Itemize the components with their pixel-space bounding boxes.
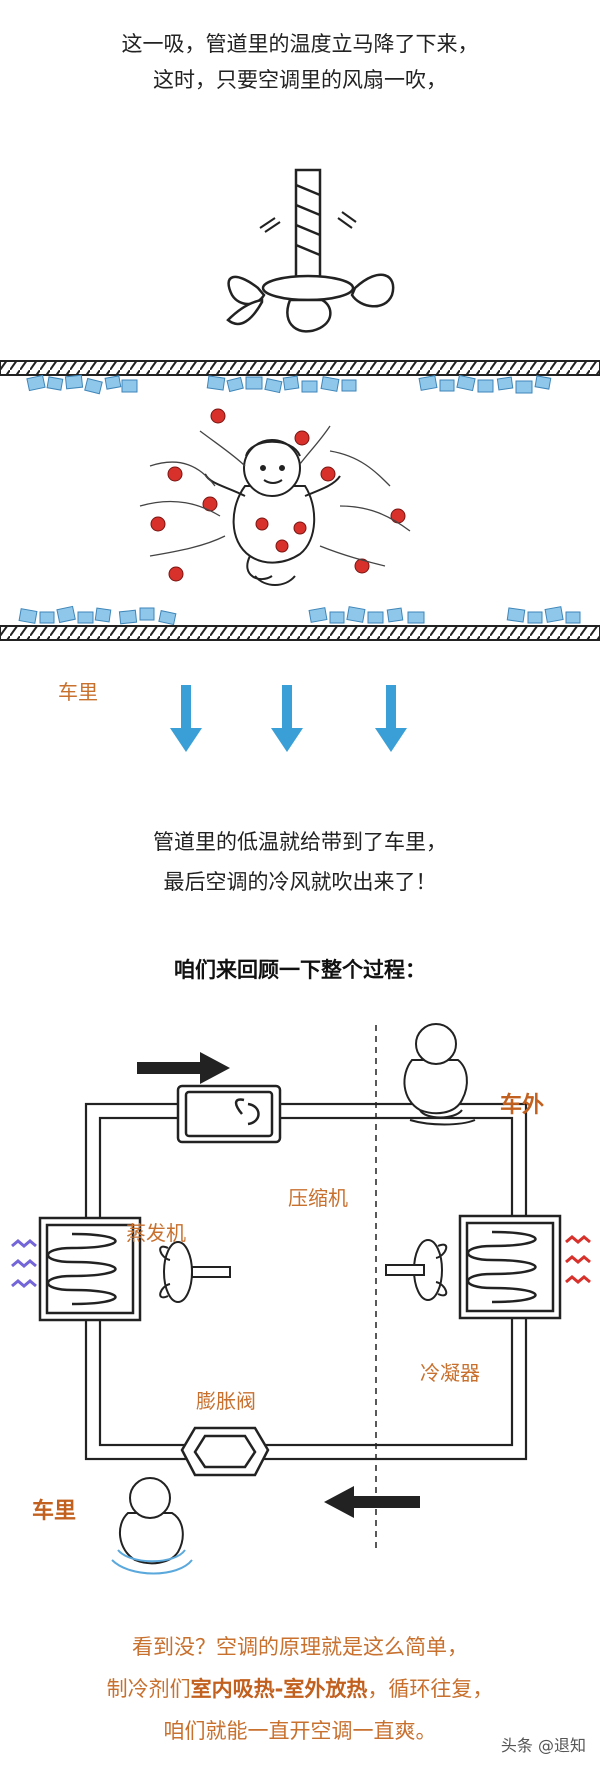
- watermark: 头条 @退知: [500, 1736, 586, 1755]
- pipe-bottom-wall: [0, 625, 600, 641]
- hot-air-icon: [565, 1235, 591, 1284]
- pipe-top-wall: [0, 360, 600, 376]
- evaporator-fan-icon: [159, 1241, 231, 1303]
- compressor-label: 压缩机: [288, 1186, 348, 1210]
- down-arrow-icon: [170, 685, 202, 752]
- compressor-unit: [176, 1084, 282, 1144]
- caption-middle-line2: 最后空调的冷风就吹出来了！: [163, 870, 437, 894]
- fan-illustration: [226, 168, 395, 333]
- flow-arrow-left-icon: [324, 1486, 420, 1518]
- condenser-fan-icon: [385, 1239, 448, 1301]
- caption-top-line2: 这时，只要空调里的风扇一吹，: [153, 68, 447, 92]
- caption-final-line2-post: ，循环往复，: [367, 1677, 494, 1701]
- caption-final-line3: 咱们就能一直开空调一直爽。: [163, 1719, 437, 1743]
- down-arrow-icon: [271, 685, 303, 752]
- expansion-valve-label: 膨胀阀: [196, 1389, 256, 1413]
- fan-hub: [261, 274, 355, 302]
- fan-blade-front: [286, 298, 332, 333]
- caption-top-line1: 这一吸，管道里的温度立马降了下来，: [121, 32, 479, 56]
- ice-cubes: [18, 374, 581, 626]
- inside-cold-waves: [111, 1549, 193, 1575]
- airflow-arrows: [170, 685, 407, 752]
- down-arrow-icon: [375, 685, 407, 752]
- section-heading: 咱们来回顾一下整个过程：: [174, 958, 426, 982]
- evaporator-label: 蒸发机: [126, 1221, 186, 1245]
- outside-character: [403, 1023, 476, 1126]
- caption-final-line2-bold: 室内吸热-室外放热: [190, 1677, 368, 1701]
- refrigerant-character: [204, 439, 341, 586]
- car-label: 车里: [58, 680, 98, 704]
- condenser-unit: [458, 1214, 562, 1320]
- caption-middle-line1: 管道里的低温就给带到了车里，: [153, 830, 447, 854]
- flow-arrow-right-icon: [137, 1052, 230, 1084]
- caption-final-line2-pre: 制冷剂们: [106, 1677, 191, 1701]
- condenser-label: 冷凝器: [420, 1361, 480, 1385]
- cold-air-icon: [11, 1239, 37, 1288]
- fan-blade-right: [350, 273, 395, 308]
- caption-final-line1: 看到没？空调的原理就是这么简单，: [132, 1635, 468, 1659]
- evaporator-unit: [38, 1216, 142, 1322]
- caption-final-line2: 制冷剂们室内吸热-室外放热，循环往复，: [0, 1668, 600, 1710]
- fan-blade-back: [226, 298, 264, 326]
- expansion-valve: [180, 1426, 270, 1477]
- ac-cycle-diagram: [11, 1023, 591, 1575]
- inside-character: [119, 1477, 184, 1565]
- inside-label: 车里: [32, 1499, 77, 1524]
- heat-particles: [150, 408, 406, 582]
- pipe-illustration: [0, 360, 600, 641]
- outside-label: 车外: [500, 1093, 545, 1118]
